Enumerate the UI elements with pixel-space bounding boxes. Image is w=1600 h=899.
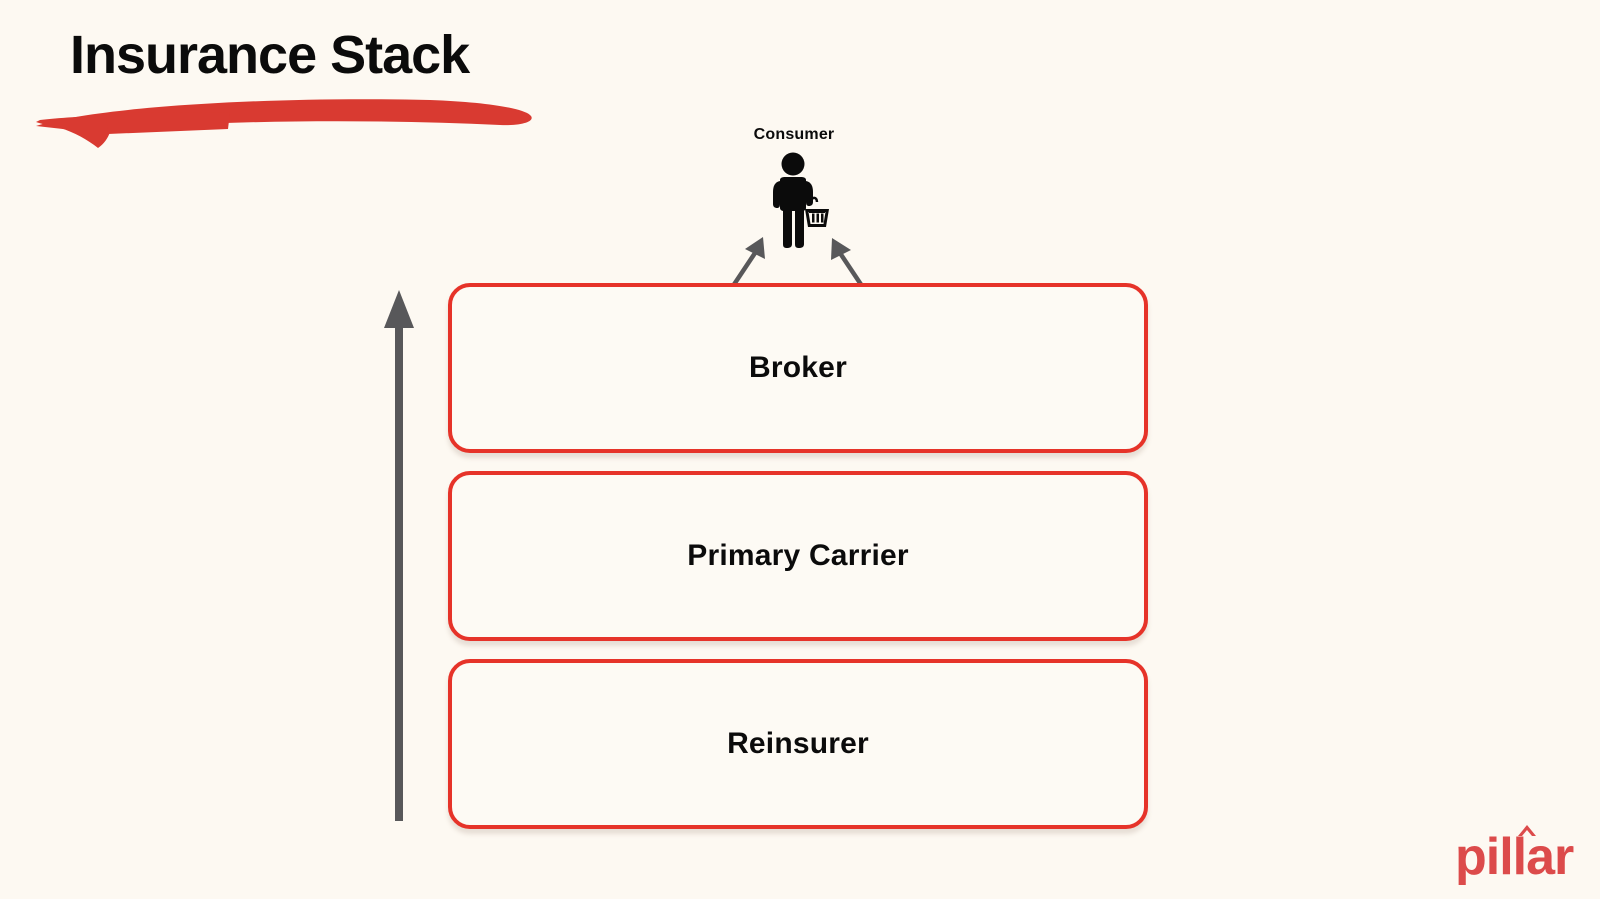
consumer-label: Consumer <box>753 126 835 143</box>
stack-layer-broker[interactable]: Broker <box>448 283 1148 453</box>
page-title: Insurance Stack <box>70 25 470 85</box>
person-with-shopping-basket-icon <box>773 152 829 248</box>
pillar-logo: pillar <box>1455 825 1575 886</box>
stack-layer-label: Reinsurer <box>727 727 869 760</box>
stack-layer-label: Primary Carrier <box>687 539 909 572</box>
stack-layer-label: Broker <box>749 351 847 384</box>
broker-to-consumer-right-arrow <box>831 238 864 288</box>
stack-layer-reinsurer[interactable]: Reinsurer <box>448 659 1148 829</box>
stack-layer-primary-carrier[interactable]: Primary Carrier <box>448 471 1148 641</box>
insurance-stack-layers: Broker Primary Carrier Reinsurer <box>448 283 1148 847</box>
svg-text:pillar: pillar <box>1455 828 1574 886</box>
upward-flow-arrow-icon <box>384 290 414 821</box>
title-underline-arrow-icon <box>36 99 532 148</box>
